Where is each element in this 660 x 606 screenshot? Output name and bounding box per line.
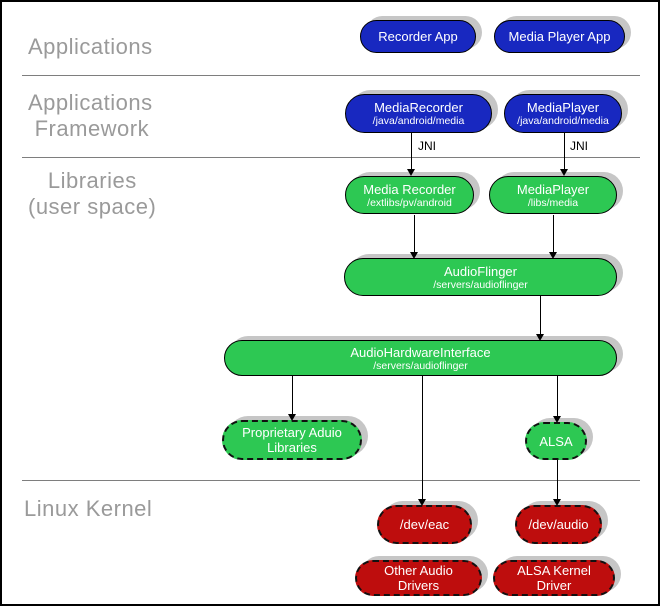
arrowhead-mediarecorder-jni xyxy=(407,169,415,176)
node-dev-audio: /dev/audio xyxy=(515,505,602,544)
separator-applications-framework xyxy=(22,75,640,76)
arrowhead-audioflinger-to-ahi xyxy=(536,334,544,341)
node-label: Recorder App xyxy=(378,29,458,44)
node-label: /dev/audio xyxy=(528,517,589,532)
node-path: /java/android/media xyxy=(517,115,609,127)
node-label: ALSA xyxy=(539,433,573,449)
node-label: Proprietary Aduio Libraries xyxy=(242,425,342,455)
arrowhead-ahi-to-dev-eac xyxy=(418,499,426,506)
arrow-line-ahi-to-alsa xyxy=(557,376,558,416)
arrow-line-mediarecorder-jni xyxy=(411,133,412,169)
arrow-line-ahi-to-dev-eac xyxy=(422,376,423,499)
node-alsa-kernel-driver: ALSA Kernel Driver xyxy=(493,560,615,596)
arrow-line-mediarecorder-to-audioflinger xyxy=(414,215,415,252)
node-media-player-app: Media Player App xyxy=(494,20,625,53)
node-dev-eac: /dev/eac xyxy=(377,505,472,544)
node-path: /servers/audioflinger xyxy=(433,278,528,291)
layer-label-libraries: Libraries (user space) xyxy=(28,168,157,219)
separator-libraries-kernel xyxy=(22,480,640,481)
node-label: ALSA Kernel Driver xyxy=(517,563,591,593)
arrow-line-alsa-to-dev-audio xyxy=(557,460,558,499)
layer-label-applications: Applications xyxy=(28,34,153,59)
node-recorder-app: Recorder App xyxy=(360,20,476,53)
node-label: Other Audio Drivers xyxy=(384,563,453,593)
layer-label-applications-framework: Applications Framework xyxy=(28,90,153,141)
node-label: /dev/eac xyxy=(399,517,450,532)
arrowhead-ahi-to-alsa xyxy=(553,416,561,423)
arrow-line-mediaplayer-jni xyxy=(564,133,565,169)
jni-label-left: JNI xyxy=(418,139,436,153)
jni-label-right: JNI xyxy=(570,139,588,153)
node-path: /extlibs/pv/android xyxy=(367,196,452,209)
layer-label-linux-kernel: Linux Kernel xyxy=(24,496,153,521)
node-media-recorder-lib: Media Recorder /extlibs/pv/android xyxy=(345,176,474,214)
node-label: MediaPlayer xyxy=(516,181,590,197)
node-label: MediaRecorder xyxy=(374,100,463,115)
arrowhead-mediaplayer-to-audioflinger xyxy=(549,252,557,259)
node-mediaplayer-lib: MediaPlayer /libs/media xyxy=(489,176,617,214)
node-alsa: ALSA xyxy=(525,422,587,460)
node-path: /servers/audioflinger xyxy=(373,359,468,372)
separator-framework-libraries xyxy=(22,157,640,158)
node-proprietary-audio-libraries: Proprietary Aduio Libraries xyxy=(222,420,362,460)
node-label: MediaPlayer xyxy=(526,100,600,115)
node-label: AudioFlinger xyxy=(444,263,517,279)
node-other-audio-drivers: Other Audio Drivers xyxy=(355,560,482,596)
node-mediarecorder-framework: MediaRecorder /java/android/media xyxy=(345,94,492,133)
node-audio-hardware-interface: AudioHardwareInterface /servers/audiofli… xyxy=(224,340,617,376)
node-path: /libs/media xyxy=(527,196,579,209)
arrow-line-ahi-to-proprietary xyxy=(292,376,293,414)
arrow-line-mediaplayer-to-audioflinger xyxy=(553,215,554,252)
node-mediaplayer-framework: MediaPlayer /java/android/media xyxy=(504,94,622,133)
node-label: AudioHardwareInterface xyxy=(350,344,491,360)
arrowhead-alsa-to-dev-audio xyxy=(553,499,561,506)
node-label: Media Recorder xyxy=(363,181,456,197)
arrowhead-ahi-to-proprietary xyxy=(288,414,296,421)
arrow-line-audioflinger-to-ahi xyxy=(540,296,541,334)
node-label: Media Player App xyxy=(508,29,611,44)
node-audioflinger: AudioFlinger /servers/audioflinger xyxy=(344,258,617,296)
node-path: /java/android/media xyxy=(372,115,465,127)
arrowhead-mediaplayer-jni xyxy=(560,169,568,176)
arrowhead-mediarecorder-to-audioflinger xyxy=(410,252,418,259)
